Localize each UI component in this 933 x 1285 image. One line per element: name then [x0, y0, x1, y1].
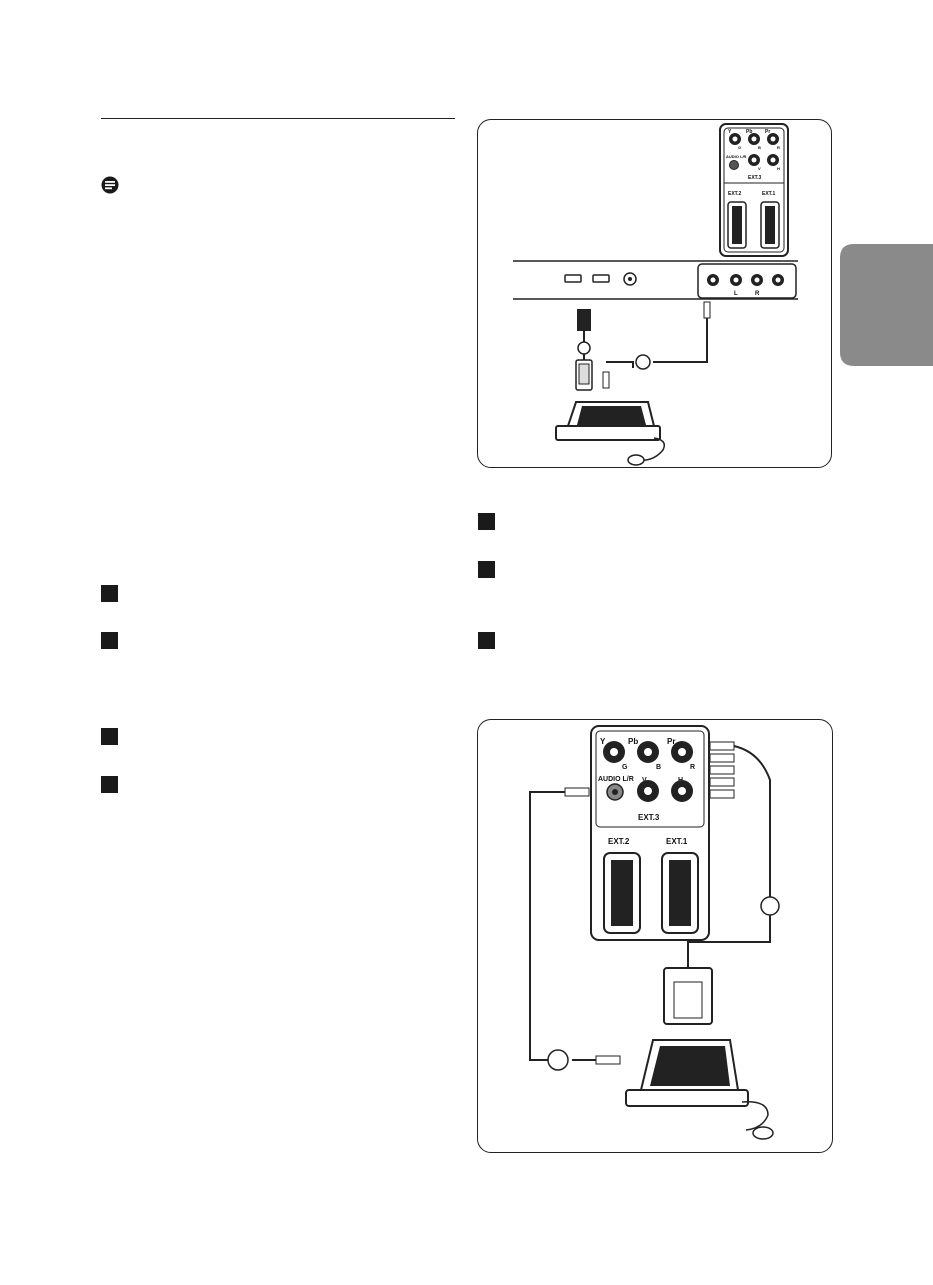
audio-label: AUDIO L/R	[726, 154, 747, 159]
step-marker	[101, 776, 118, 793]
v-label: V	[758, 166, 761, 171]
tv-rear-connectors: L R	[513, 260, 798, 300]
step-marker	[478, 513, 495, 530]
r-side-label: R	[755, 291, 760, 297]
v-label: V	[642, 777, 647, 784]
tv-side-panel: Y Pb Pr G B R AUDIO L/R V H EXT.3 EXT.2 …	[719, 123, 789, 257]
ext1-label: EXT.1	[666, 837, 688, 846]
l-label: L	[734, 291, 738, 297]
ext1-label: EXT.1	[762, 191, 776, 197]
component-rca-cable	[663, 741, 780, 1025]
audio-label: AUDIO L/R	[598, 776, 634, 783]
r-label: R	[777, 145, 780, 150]
g-label: G	[738, 145, 741, 150]
laptop-illustration	[555, 401, 666, 466]
pb-label: Pb	[628, 737, 638, 746]
ext2-label: EXT.2	[608, 837, 630, 846]
step-marker	[478, 561, 495, 578]
note-icon	[101, 176, 119, 194]
step-marker	[101, 632, 118, 649]
hdmi-dvi-cable	[575, 309, 593, 391]
audio-cable	[602, 301, 711, 389]
pr-label: Pr	[667, 737, 675, 746]
audio-jack-cable	[529, 787, 621, 1071]
r-label: R	[690, 764, 695, 771]
b-label: B	[758, 145, 761, 150]
b-label: B	[656, 764, 661, 771]
ext3-label: EXT.3	[638, 813, 660, 822]
language-side-tab	[840, 244, 933, 366]
step-marker	[101, 728, 118, 745]
ext3-label: EXT.3	[748, 175, 762, 181]
y-label: Y	[600, 737, 606, 746]
pr-label: Pr	[765, 129, 770, 135]
laptop-illustration	[625, 1039, 774, 1140]
ext2-label: EXT.2	[728, 191, 742, 197]
step-marker	[478, 632, 495, 649]
y-label: Y	[728, 129, 732, 135]
step-marker	[101, 585, 118, 602]
tv-side-panel-large: Y Pb Pr G B R AUDIO L/R V H EXT.3 EXT.2 …	[590, 725, 710, 941]
connection-diagram-vga: Y Pb Pr G B R AUDIO L/R V H EXT.3 EXT.2 …	[477, 719, 833, 1153]
connection-diagram-hdmi: Y Pb Pr G B R AUDIO L/R V H EXT.3 EXT.2 …	[477, 119, 832, 468]
h-label: H	[777, 166, 780, 171]
g-label: G	[622, 764, 628, 771]
pb-label: Pb	[746, 129, 752, 135]
section-rule	[101, 118, 455, 119]
